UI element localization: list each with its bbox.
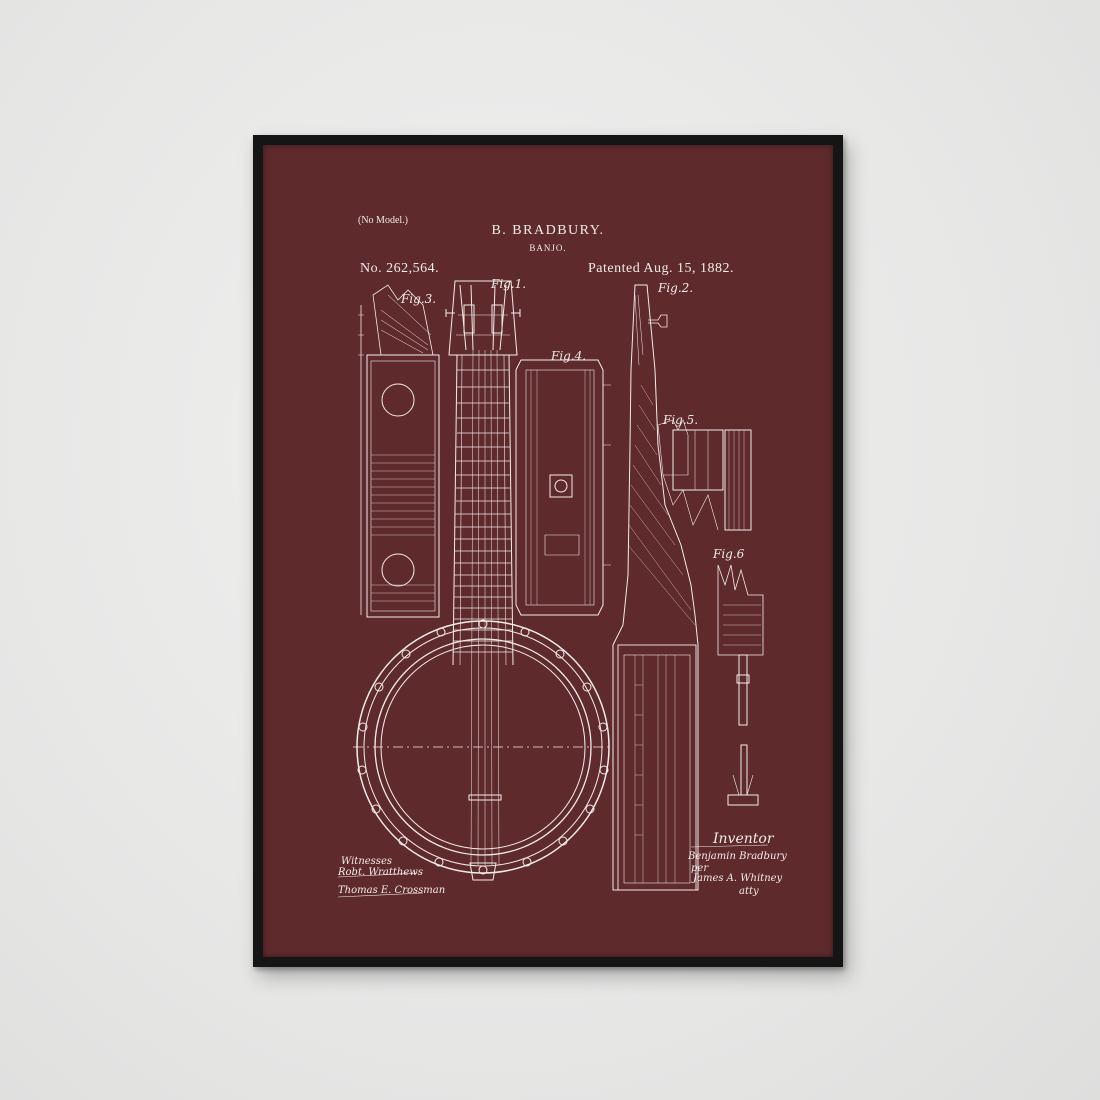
fig3-label: Fig.3.	[401, 292, 437, 306]
patent-poster: (No Model.) B. BRADBURY. BANJO. No. 262,…	[263, 145, 833, 957]
atty-note: atty	[739, 886, 759, 897]
invention-title: BANJO.	[529, 243, 567, 253]
fig2-side-view	[612, 284, 699, 891]
per-note: per	[691, 863, 709, 874]
witness-signature-1: Robt. Wratthews	[338, 867, 423, 878]
witnesses-label: Witnesses	[341, 856, 392, 867]
fig6-label: Fig.6	[713, 547, 745, 561]
picture-frame: (No Model.) B. BRADBURY. BANJO. No. 262,…	[253, 135, 843, 967]
witness-signature-2: Thomas E. Crossman	[338, 885, 446, 896]
fig4-label: Fig.4.	[551, 349, 587, 363]
inventor-signature: Benjamin Bradbury	[688, 851, 787, 862]
patent-number: No. 262,564.	[360, 261, 440, 276]
banjo-front-view	[353, 280, 613, 881]
attorney-signature: James A. Whitney	[693, 873, 783, 884]
fig1-label: Fig.1.	[491, 277, 527, 291]
fig4-section	[515, 359, 611, 616]
fig5-label: Fig.5.	[663, 413, 699, 427]
banjo-patent-drawing	[337, 280, 769, 898]
signature-underlines	[337, 844, 769, 898]
fig2-label: Fig.2.	[658, 281, 694, 295]
fig3-section	[358, 284, 440, 618]
fig6-detail	[717, 564, 764, 806]
fig5-detail	[657, 419, 752, 531]
no-model-note: (No Model.)	[358, 215, 408, 226]
inventor-name-heading: B. BRADBURY.	[491, 223, 605, 238]
patent-date: Patented Aug. 15, 1882.	[588, 261, 735, 276]
inventor-label: Inventor	[713, 831, 774, 847]
